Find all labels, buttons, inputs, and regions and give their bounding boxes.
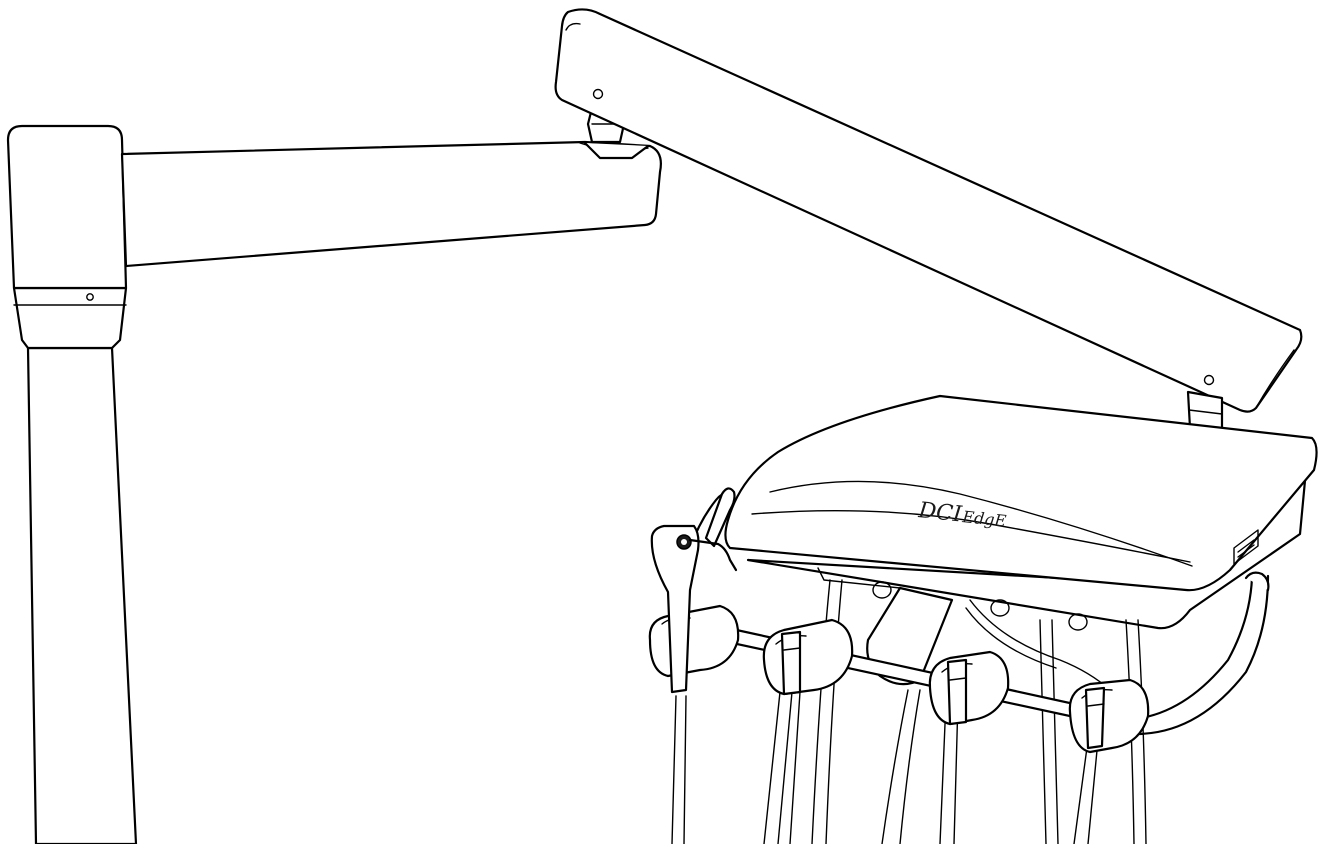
support-pole — [6, 124, 138, 844]
control-console: DCI EdgE — [724, 394, 1318, 630]
handpiece-4 — [1084, 686, 1106, 750]
side-vent — [1233, 529, 1259, 565]
handpiece-holder-2 — [762, 618, 854, 696]
handpiece-holder-4 — [1068, 678, 1150, 754]
handpiece-holder-3 — [928, 650, 1010, 726]
handpiece-holder-1 — [648, 604, 740, 678]
handpiece-2 — [780, 630, 802, 696]
handpiece-3 — [946, 658, 968, 726]
hoses — [671, 579, 1147, 844]
air-water-syringe — [650, 487, 738, 694]
horizontal-arm — [120, 106, 662, 268]
brand-label: DCI — [916, 498, 964, 528]
brand-label-suffix: EdgE — [961, 507, 1008, 531]
upper-boom — [554, 8, 1303, 434]
